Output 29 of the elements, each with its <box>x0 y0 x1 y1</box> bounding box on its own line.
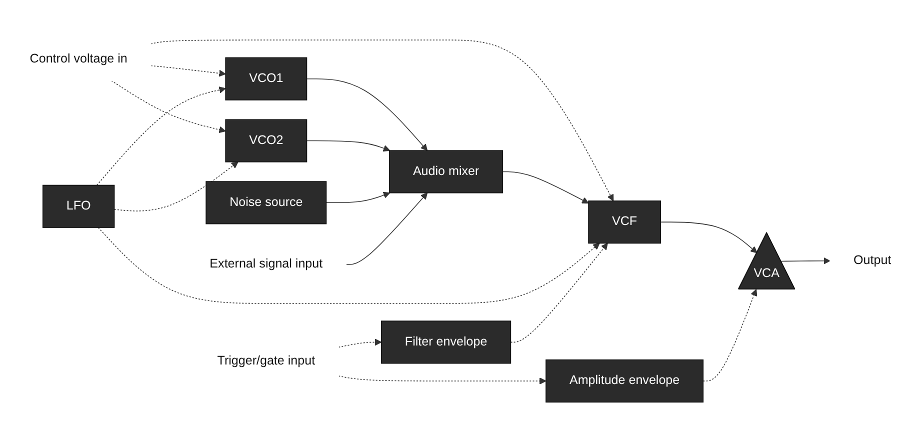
arrow <box>346 192 428 266</box>
arrow <box>702 289 758 382</box>
arrow <box>502 172 589 204</box>
arrow <box>306 78 428 152</box>
node-box: Amplitude envelope <box>546 360 704 403</box>
arrow <box>306 140 390 152</box>
node-text: External signal input <box>210 258 323 272</box>
arrow <box>510 243 608 343</box>
node-box: VCO1 <box>225 58 308 101</box>
arrow <box>150 66 226 77</box>
arrow <box>114 162 238 212</box>
node-box: LFO <box>42 185 115 228</box>
arrow <box>338 339 382 348</box>
node-box: VCF <box>588 200 661 244</box>
arrow <box>326 192 390 204</box>
node-box: Filter envelope <box>381 320 512 364</box>
node-box: Audio mixer <box>389 150 504 194</box>
arrow <box>780 258 830 265</box>
node-box: Noise source <box>206 181 327 225</box>
arrow <box>98 227 600 304</box>
node-text: Output <box>854 254 892 268</box>
arrow <box>338 376 546 385</box>
arrow <box>96 86 226 186</box>
arrow <box>110 80 226 134</box>
node-box: VCO2 <box>225 120 308 163</box>
node-text: Control voltage in <box>30 52 128 66</box>
arrow <box>150 40 614 202</box>
node-text: Trigger/gate input <box>217 354 316 368</box>
arrow <box>660 222 758 254</box>
